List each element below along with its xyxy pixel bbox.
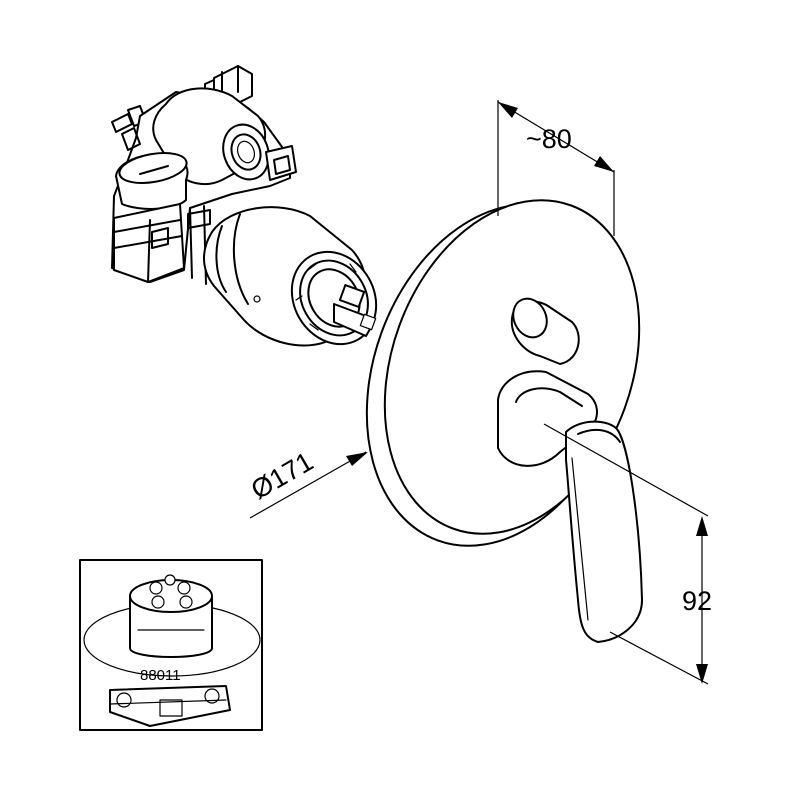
inset-universal-body: 88011 xyxy=(79,559,263,731)
part-number-label: 88011 xyxy=(140,667,181,684)
dimension-lever-height: 92 xyxy=(543,423,712,685)
dimension-diameter: Ø171 xyxy=(246,446,368,519)
diameter-label: Ø171 xyxy=(246,446,318,505)
mixer-rosette-and-lever xyxy=(365,199,643,643)
depth-label: ~80 xyxy=(526,124,572,154)
lever-height-label: 92 xyxy=(682,586,712,616)
dimension-depth: ~80 xyxy=(497,100,615,236)
rough-in-valve-body xyxy=(111,65,378,347)
